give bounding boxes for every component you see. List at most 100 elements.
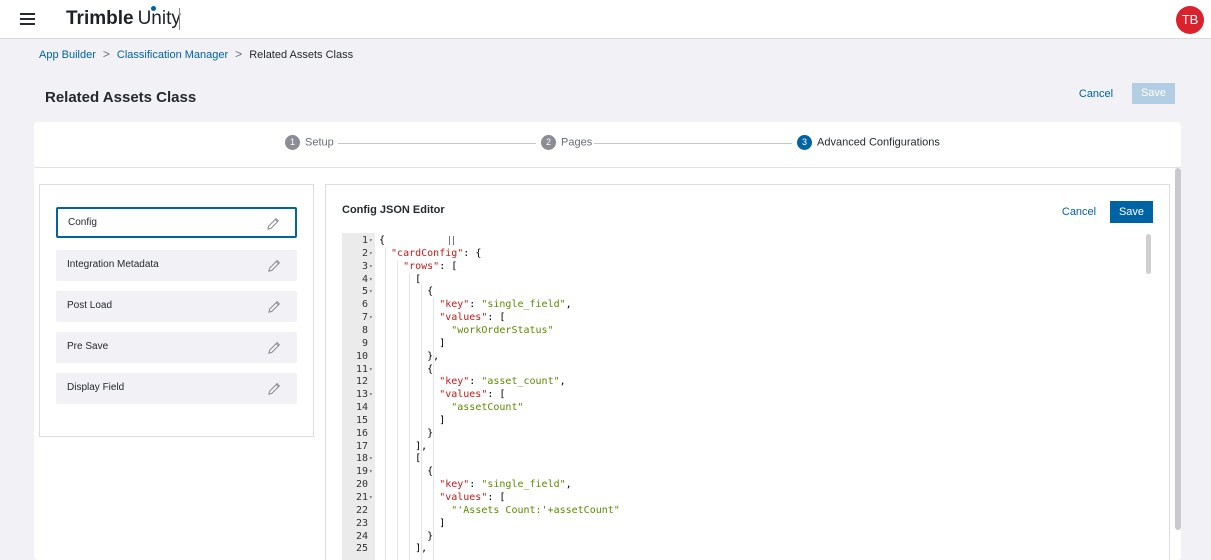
json-editor-panel: Config JSON Editor Cancel Save 1▾{2▾"car…: [325, 184, 1170, 560]
line-number: 24: [355, 530, 368, 542]
step-connector: [338, 143, 536, 144]
json-punctuation: :: [469, 479, 482, 491]
json-punctuation: ,: [565, 479, 572, 491]
code-text: ]: [439, 517, 445, 530]
json-punctuation: ]: [439, 337, 446, 349]
code-text: "key": "single_field",: [439, 478, 571, 491]
step-label: Setup: [305, 136, 334, 149]
menu-icon[interactable]: [20, 13, 35, 25]
config-item-post-load[interactable]: Post Load: [56, 291, 297, 322]
line-number: 2: [361, 247, 368, 259]
code-text: "values": [: [439, 388, 505, 401]
json-punctuation: {: [427, 286, 434, 298]
code-text: {: [427, 465, 433, 478]
code-text: "'Assets Count:'+assetCount": [451, 504, 620, 517]
indent-guide: [409, 272, 411, 560]
config-item-config[interactable]: Config: [56, 207, 297, 238]
fold-toggle-icon[interactable]: ▾: [369, 455, 373, 463]
json-key: "key": [439, 376, 470, 388]
pencil-icon[interactable]: [266, 216, 281, 231]
code-text: }: [427, 530, 433, 543]
config-item-label: Integration Metadata: [67, 259, 159, 270]
indent-guide: [397, 259, 399, 560]
line-number: 23: [355, 517, 368, 529]
fold-toggle-icon[interactable]: ▾: [369, 262, 373, 270]
fold-toggle-icon[interactable]: ▾: [369, 468, 373, 476]
fold-toggle-icon[interactable]: ▾: [369, 314, 373, 322]
line-number: 20: [355, 479, 368, 491]
config-item-integration-metadata[interactable]: Integration Metadata: [56, 250, 297, 281]
fold-toggle-icon[interactable]: ▾: [369, 365, 373, 373]
code-text: "assetCount": [451, 401, 523, 414]
json-punctuation: : [: [487, 389, 506, 401]
line-number: 19: [355, 466, 368, 478]
fold-toggle-icon[interactable]: ▾: [369, 391, 373, 399]
indent-guide: [433, 298, 435, 560]
json-punctuation: }: [427, 530, 434, 542]
code-text: }: [427, 427, 433, 440]
fold-toggle-icon[interactable]: ▾: [369, 237, 373, 244]
code-text: ],: [415, 542, 427, 555]
json-string: "single_field": [481, 479, 566, 491]
json-punctuation: [: [415, 273, 422, 285]
editor-save-button[interactable]: Save: [1110, 201, 1153, 223]
json-code-editor[interactable]: 1▾{2▾"cardConfig": {3▾"rows": [4▾[5▾{6"k…: [342, 233, 1154, 560]
page-cancel-button[interactable]: Cancel: [1078, 88, 1114, 100]
breadcrumb-classification-manager[interactable]: Classification Manager: [116, 49, 229, 61]
json-punctuation: {: [427, 466, 434, 478]
editor-scrollbar[interactable]: [1146, 234, 1151, 274]
json-key: "values": [439, 492, 488, 503]
logo-mark-icon: [151, 6, 156, 11]
line-number: 15: [355, 414, 368, 426]
code-text: "key": "single_field",: [439, 298, 571, 311]
pencil-icon[interactable]: [267, 258, 282, 273]
fold-toggle-icon[interactable]: ▾: [369, 288, 373, 296]
step-connector: [594, 143, 792, 144]
json-punctuation: ]: [439, 414, 446, 426]
code-text: "rows": [: [403, 260, 457, 273]
page-title: Related Assets Class: [45, 89, 197, 106]
editor-title: Config JSON Editor: [342, 204, 445, 216]
config-item-pre-save[interactable]: Pre Save: [56, 332, 297, 363]
json-punctuation: :: [469, 376, 482, 388]
step-label: Pages: [561, 136, 593, 149]
pencil-icon[interactable]: [267, 340, 282, 355]
config-item-display-field[interactable]: Display Field: [56, 373, 297, 404]
pencil-icon[interactable]: [267, 381, 282, 396]
header-divider: [179, 8, 180, 30]
json-punctuation: :: [469, 299, 482, 311]
page-scrollbar[interactable]: [1175, 168, 1181, 530]
chevron-right-icon: >: [235, 47, 243, 61]
fold-toggle-icon[interactable]: ▾: [369, 249, 373, 257]
step-label: Advanced Configurations: [817, 136, 940, 149]
json-punctuation: ,: [559, 376, 566, 388]
fold-toggle-icon[interactable]: ▾: [369, 275, 373, 283]
json-punctuation: : {: [463, 247, 482, 259]
line-number: 17: [355, 440, 368, 452]
json-punctuation: : [: [487, 492, 506, 503]
editor-cancel-button[interactable]: Cancel: [1061, 206, 1097, 218]
pencil-icon[interactable]: [267, 299, 282, 314]
json-punctuation: ]: [439, 517, 446, 529]
json-punctuation: [: [415, 453, 422, 465]
page-save-button[interactable]: Save: [1132, 83, 1175, 104]
fold-toggle-icon[interactable]: ▾: [369, 494, 373, 501]
json-string: "asset_count": [481, 376, 560, 388]
user-avatar[interactable]: TB: [1176, 6, 1204, 34]
line-number: 11: [355, 363, 368, 375]
code-text: ]: [439, 414, 445, 427]
json-string: "'Assets Count:'+assetCount": [451, 504, 620, 516]
text-cursor-icon: [449, 236, 454, 245]
breadcrumb-app-builder[interactable]: App Builder: [39, 49, 96, 61]
indent-guide: [421, 285, 423, 560]
json-punctuation: ],: [415, 441, 427, 452]
json-key: "values": [439, 389, 488, 401]
config-section-list: Config Integration Metadata Post Load Pr…: [39, 184, 314, 437]
json-string: "assetCount": [451, 402, 524, 414]
json-punctuation: {: [427, 363, 434, 375]
